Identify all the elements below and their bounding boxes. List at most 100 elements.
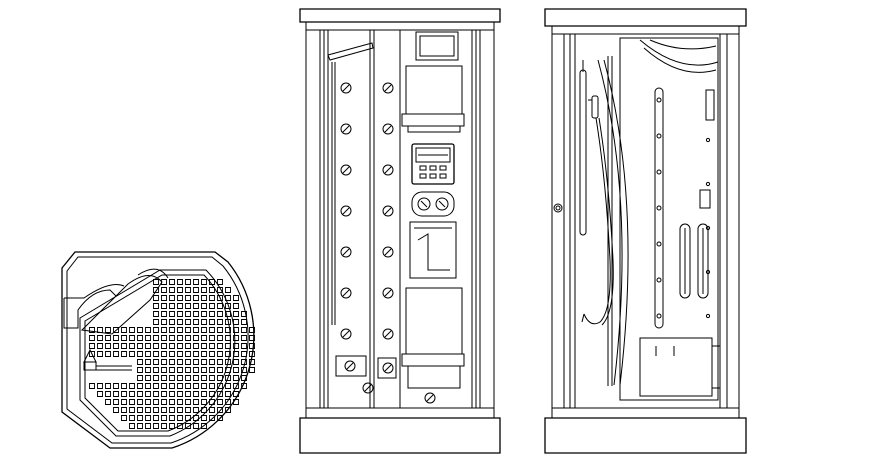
drain-hole (218, 384, 223, 389)
drain-hole (154, 424, 159, 429)
drain-hole (194, 376, 199, 381)
drain-hole (194, 328, 199, 333)
drain-hole (218, 368, 223, 373)
drain-hole (226, 312, 231, 317)
drain-hole (170, 312, 175, 317)
drain-hole (90, 352, 95, 357)
drain-hole (114, 384, 119, 389)
drain-hole (226, 344, 231, 349)
drain-hole (138, 368, 143, 373)
drain-hole (162, 376, 167, 381)
hand-shower-icon (582, 96, 613, 325)
drain-hole (154, 368, 159, 373)
drain-hole (218, 376, 223, 381)
drain-hole (194, 400, 199, 405)
drain-hole (130, 336, 135, 341)
body-jet-icon (341, 124, 351, 134)
drain-hole (210, 320, 215, 325)
drain-hole (226, 368, 231, 373)
drain-hole (218, 344, 223, 349)
drain-hole (226, 360, 231, 365)
drain-hole (226, 320, 231, 325)
drain-hole (154, 360, 159, 365)
drain-hole (162, 400, 167, 405)
drain-hole (146, 336, 151, 341)
drain-hole (154, 392, 159, 397)
drain-hole (242, 320, 247, 325)
drain-hole (186, 304, 191, 309)
drain-hole (202, 408, 207, 413)
drain-hole (154, 336, 159, 341)
side-jet-icon (706, 270, 709, 273)
body-jet-icon (341, 165, 351, 175)
body-jet-icon (383, 83, 393, 93)
drain-hole (178, 320, 183, 325)
body-jet-icon (341, 329, 351, 339)
drain-hole (146, 344, 151, 349)
body-jet-slot (385, 331, 391, 337)
body-jet-icon (383, 329, 393, 339)
drain-hole (146, 416, 151, 421)
drain-hole (106, 336, 111, 341)
body-jet-slot (343, 126, 349, 132)
side-jet-icon (706, 182, 709, 185)
drain-hole (146, 424, 151, 429)
drain-hole (194, 320, 199, 325)
body-jet-icon (383, 124, 393, 134)
drain-hole (114, 328, 119, 333)
drain-hole (186, 360, 191, 365)
drain-hole (218, 280, 223, 285)
body-jet-slot (385, 249, 391, 255)
drain-hole (170, 408, 175, 413)
drain-hole (130, 424, 135, 429)
drain-hole (226, 408, 231, 413)
shower-cabin-front-elevation (300, 9, 500, 453)
drain-hole (178, 424, 183, 429)
body-jet-icon (341, 288, 351, 298)
drain-hole (202, 392, 207, 397)
drain-hole (202, 304, 207, 309)
drain-hole (146, 376, 151, 381)
drain-hole (98, 392, 103, 397)
drain-hole (186, 320, 191, 325)
drain-hole (234, 320, 239, 325)
drain-hole (114, 352, 119, 357)
drain-hole (202, 352, 207, 357)
drain-hole (194, 424, 199, 429)
drain-hole (162, 304, 167, 309)
body-jet-icon (383, 206, 393, 216)
drain-hole (186, 376, 191, 381)
drain-hole (170, 360, 175, 365)
drain-hole (194, 312, 199, 317)
drain-hole (234, 360, 239, 365)
drain-hole (202, 296, 207, 301)
body-jet-icon (341, 247, 351, 257)
body-jet-slot (343, 208, 349, 214)
drain-hole (210, 304, 215, 309)
drain-hole (98, 344, 103, 349)
drain-hole (122, 416, 127, 421)
drain-hole (226, 352, 231, 357)
drain-hole (106, 400, 111, 405)
body-jet-icon (345, 361, 355, 371)
drain-hole (226, 392, 231, 397)
body-jet-slot (343, 167, 349, 173)
drain-hole (202, 344, 207, 349)
drain-hole (146, 368, 151, 373)
drain-hole (218, 312, 223, 317)
drain-hole (170, 328, 175, 333)
drain-hole (242, 352, 247, 357)
drain-hole (194, 336, 199, 341)
drain-hole (170, 304, 175, 309)
body-jet-icon (383, 165, 393, 175)
drain-hole (162, 328, 167, 333)
drain-hole (178, 304, 183, 309)
side-jet-icon (706, 314, 709, 317)
drain-hole (226, 400, 231, 405)
drain-hole (138, 392, 143, 397)
drain-hole (186, 344, 191, 349)
drain-hole (130, 352, 135, 357)
drain-hole (90, 336, 95, 341)
drain-hole (178, 416, 183, 421)
drain-hole (162, 392, 167, 397)
